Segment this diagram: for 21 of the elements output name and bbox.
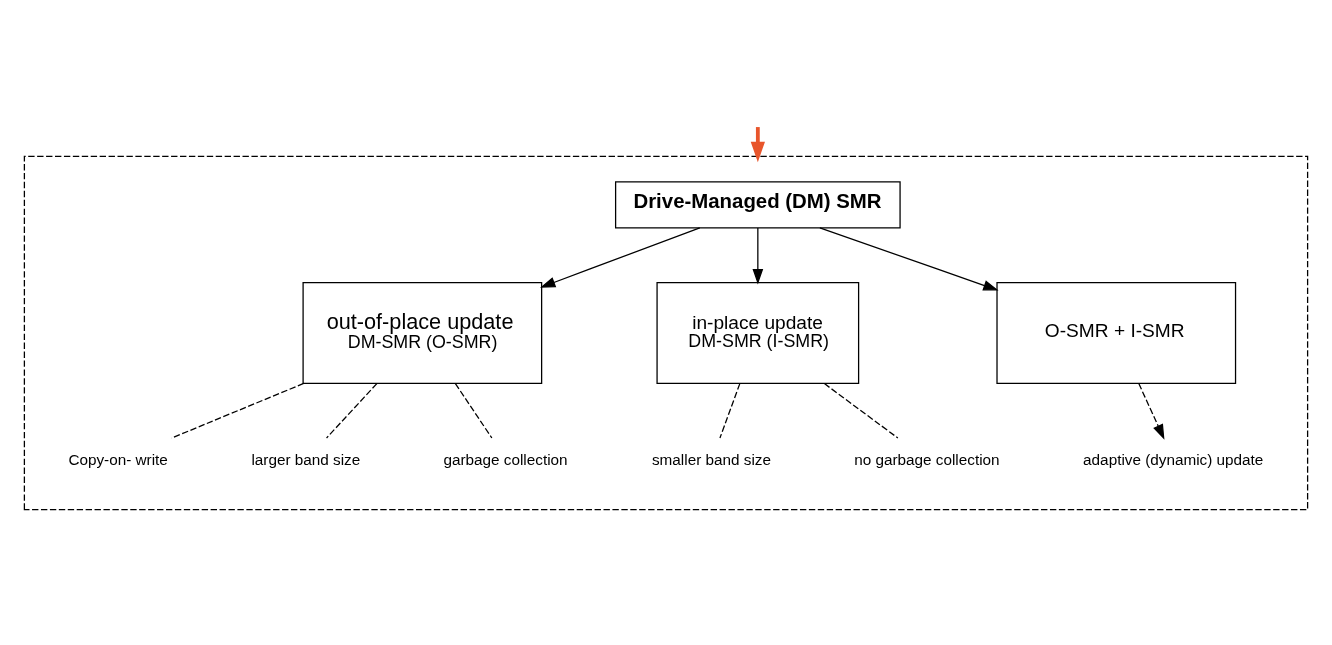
- connector: [823, 382, 899, 439]
- node-text: smaller band size: [651, 450, 771, 468]
- node-text: adaptive (dynamic) update: [1083, 450, 1264, 468]
- node-box: Drive-Managed (DM) SMR: [614, 180, 901, 228]
- arrow: [752, 226, 764, 284]
- node-box: in-place update DM-SMR (I-SMR): [656, 281, 860, 384]
- arrow: [540, 226, 701, 288]
- arrow: [750, 126, 765, 162]
- node-text: garbage collection: [443, 450, 568, 468]
- connector: [454, 382, 493, 439]
- node-text: Copy-on- write: [68, 450, 168, 468]
- arrow: [1138, 382, 1165, 440]
- connector: [719, 382, 741, 439]
- node-text: no garbage collection: [854, 450, 1000, 468]
- node-text: larger band size: [251, 450, 361, 468]
- node-box: out-of-place update DM-SMR (O-SMR): [302, 281, 543, 384]
- arrow: [819, 226, 999, 290]
- node-box: O-SMR + I-SMR: [996, 281, 1237, 384]
- connector: [325, 382, 378, 439]
- connector: [170, 382, 305, 439]
- cluster: [23, 155, 1309, 510]
